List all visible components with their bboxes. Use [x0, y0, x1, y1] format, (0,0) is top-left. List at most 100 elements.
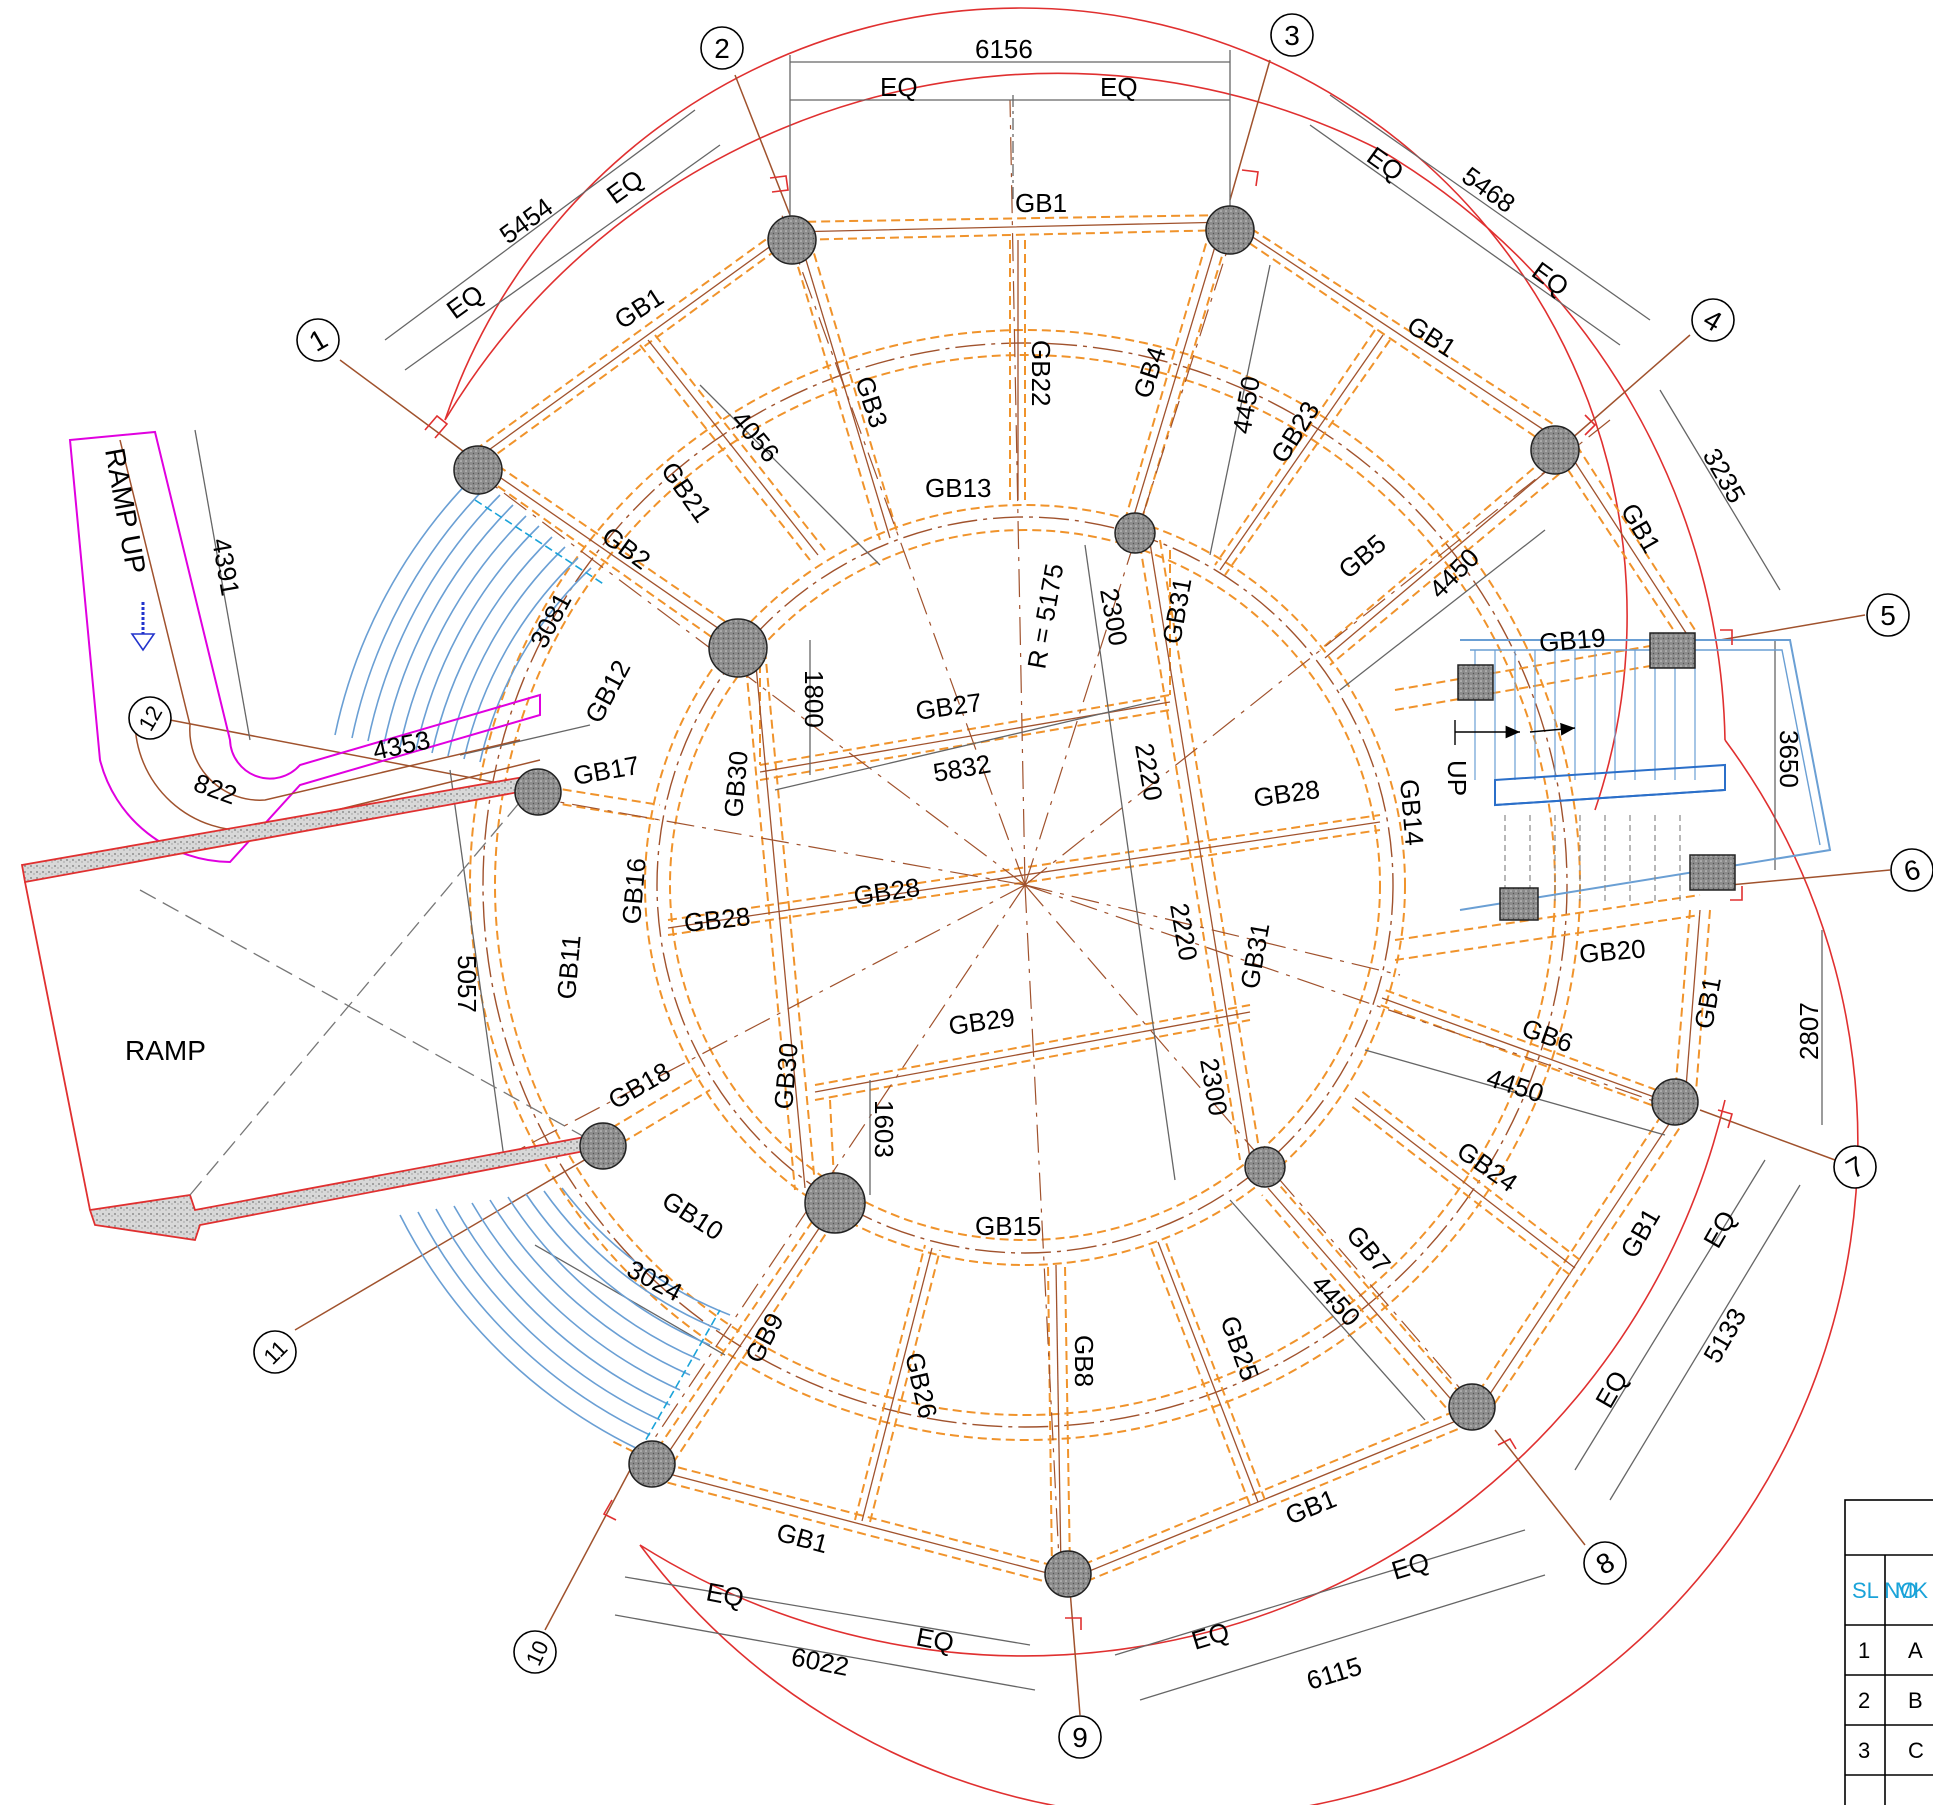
column	[804, 1172, 866, 1234]
column	[453, 445, 503, 495]
beam-label: GB27	[914, 687, 984, 726]
dimension-text: 3235	[1697, 443, 1752, 508]
edge-notches	[424, 169, 1743, 1630]
beam-label: GB12	[579, 655, 637, 728]
dimension-text: R = 5175	[1021, 561, 1069, 671]
stair-steps-bottom-left	[399, 1187, 731, 1451]
column	[1457, 664, 1494, 701]
dimension-lines	[194, 50, 1823, 1701]
column	[1689, 854, 1736, 891]
beam-label: GB28	[1252, 774, 1322, 813]
column	[1499, 887, 1539, 921]
grid-label-5: 5	[1880, 600, 1896, 631]
column	[767, 215, 817, 265]
dimension-text: 1800	[799, 670, 829, 728]
beam-label: GB22	[1026, 340, 1056, 407]
dimension-text: 5454	[494, 192, 558, 250]
table-cell: C	[1908, 1738, 1924, 1763]
beam-label: GB11	[551, 934, 587, 1001]
dimension-text: 5057	[452, 955, 482, 1013]
beam-label: GB30	[718, 750, 754, 819]
beam-label: GB17	[571, 750, 642, 791]
beam-label: GB2	[596, 521, 656, 576]
dimension-text: 4450	[1226, 374, 1266, 436]
radial-construction-lines	[459, 99, 1681, 1581]
radial-beams	[474, 229, 1701, 1571]
dimension-text: 2300	[1094, 586, 1134, 648]
outer-slab-edge-bottom	[639, 1099, 1726, 1657]
column	[1530, 425, 1580, 475]
column	[628, 1440, 676, 1488]
beam-label: GB5	[1333, 528, 1392, 584]
beam-label: GB20	[1578, 933, 1647, 969]
dimension-text: 2220	[1164, 901, 1204, 963]
beam-label: GB10	[657, 1185, 729, 1246]
grid-label-2: 2	[714, 33, 730, 64]
column	[1649, 632, 1696, 669]
column	[1205, 205, 1255, 255]
beam-label: GB1	[1015, 188, 1067, 218]
column	[708, 618, 768, 678]
dimension-text: 3650	[1774, 730, 1804, 788]
outer-slab-edge-arc	[444, 72, 1726, 741]
ramp-up-label: RAMP UP	[99, 446, 152, 577]
beam-label: GB29	[947, 1002, 1017, 1041]
beam-label: GB25	[1214, 1312, 1265, 1385]
column	[1448, 1383, 1496, 1431]
beam-label: GB19	[1538, 622, 1607, 658]
dimension-text: EQ	[1188, 1616, 1233, 1656]
dimension-text: 822	[190, 767, 241, 810]
dimension-text: EQ	[1697, 1205, 1742, 1253]
beam-label: GB28	[682, 901, 751, 938]
beam-label: GB28	[852, 872, 922, 911]
dimension-text: 2807	[1794, 1002, 1824, 1060]
dimension-text: 6156	[975, 34, 1033, 64]
beam-label: GB1	[609, 282, 669, 335]
dimension-text: 3081	[524, 588, 578, 653]
dimension-text: 2300	[1194, 1056, 1234, 1118]
dimension-text: EQ	[1100, 72, 1138, 102]
ramp	[20, 773, 597, 1242]
beam-label: GB1	[1614, 1203, 1666, 1263]
beam-label: GB3	[849, 373, 894, 432]
schedule-table	[1844, 1499, 1933, 1805]
dimension-text: EQ	[880, 72, 918, 102]
beam-label: GB1	[1615, 498, 1667, 558]
inner-grid-centerlines	[474, 229, 1669, 1571]
beam-label: GB7	[1340, 1220, 1396, 1279]
ramp-label: RAMP	[125, 1035, 206, 1066]
dimension-text: 2220	[1129, 741, 1169, 803]
column	[579, 1122, 627, 1170]
grid-label-3: 3	[1284, 20, 1300, 51]
beam-label: GB31	[1234, 920, 1275, 991]
table-header-slno: SL NO	[1852, 1578, 1917, 1603]
beam-label: GB15	[975, 1211, 1042, 1241]
staircase-right	[1454, 639, 1832, 911]
dimension-text: EQ	[1361, 141, 1409, 187]
beam-label: GB16	[616, 857, 652, 926]
beam-label: GB1	[1281, 1483, 1340, 1530]
dimension-text: 5832	[931, 748, 993, 788]
dimension-text: EQ	[601, 163, 649, 209]
column	[1244, 1146, 1286, 1188]
inner-ring-beam-center	[656, 516, 1394, 1254]
dimension-text: EQ	[704, 1576, 747, 1613]
grid-label-9: 9	[1072, 1722, 1088, 1753]
column	[514, 768, 562, 816]
dimension-text: EQ	[441, 278, 489, 324]
dimension-text: 4450	[1423, 542, 1485, 604]
beam-labels: GB1 GB1 GB1 GB1 GB1 GB1 GB1 GB1 GB2 GB3 …	[551, 188, 1727, 1559]
dimension-text: 1603	[869, 1100, 899, 1158]
grid-bubbles	[128, 13, 1933, 1759]
beam-label: GB30	[768, 1042, 804, 1111]
column	[1114, 512, 1156, 554]
table-cell: B	[1908, 1688, 1923, 1713]
beam-label: GB18	[603, 1056, 676, 1115]
table-cell: 1	[1858, 1638, 1870, 1663]
column	[1044, 1550, 1092, 1598]
dimension-text: 6115	[1303, 1651, 1365, 1696]
dimension-text: EQ	[914, 1621, 957, 1658]
table-cell: 3	[1858, 1738, 1870, 1763]
dimension-text: 4353	[370, 724, 433, 765]
